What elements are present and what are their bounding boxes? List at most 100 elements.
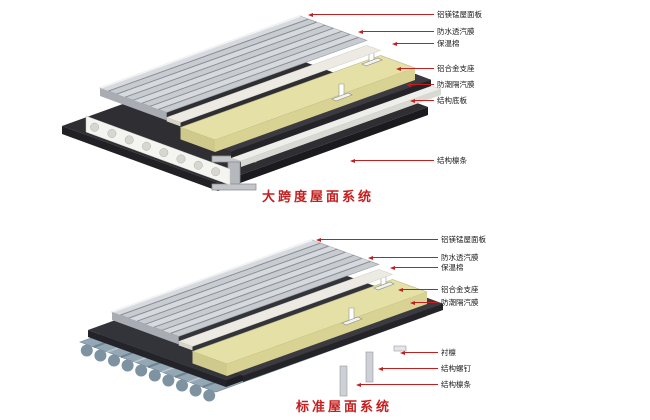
arrowhead-icon	[390, 265, 395, 270]
beam-bottom-flange	[211, 183, 257, 191]
membrane-layer-2	[177, 269, 394, 351]
panel-highlight-strips-2	[112, 240, 371, 334]
panel-seams	[108, 18, 359, 110]
callout-label: 结构底板	[437, 96, 467, 105]
callout-label: 结构螺钉	[441, 364, 471, 373]
membrane-front	[166, 117, 181, 127]
callout-label: 保温棉	[437, 39, 460, 48]
arrowhead-icon	[410, 98, 415, 103]
alu-support-clip4-base	[341, 316, 363, 326]
panel-highlight-strips	[100, 16, 359, 110]
structural-deck	[85, 85, 442, 186]
leader-line	[415, 302, 438, 303]
membrane-layer	[165, 45, 382, 127]
callout-screw: 结构螺钉	[378, 364, 471, 373]
arrowhead-icon	[316, 237, 321, 242]
structural-purlin-2	[339, 365, 348, 397]
alu-support-clip2-base	[331, 92, 353, 102]
callout-label: 防潮隔汽膜	[441, 298, 479, 307]
callout-label: 铝镁锰屋面板	[437, 10, 482, 19]
alu-support-clip-base	[361, 57, 383, 67]
panel-ridge-edge-2	[111, 239, 313, 313]
leader-line	[397, 43, 434, 44]
panels-eave-face	[100, 88, 167, 121]
callout-label: 防潮隔汽膜	[437, 80, 475, 89]
structural-purlin-1	[365, 351, 374, 383]
callout-alu-support: 铝合金支座	[396, 64, 475, 73]
large-span-diagram	[62, 15, 442, 191]
callout-membrane-2: 防水透汽膜	[368, 253, 479, 262]
callout-label: 保温棉	[441, 263, 464, 272]
leader-line	[403, 289, 438, 290]
purlins	[339, 345, 407, 397]
callout-label: 铝合金支座	[437, 64, 475, 73]
leader-line	[321, 239, 438, 240]
membrane-front-2	[178, 341, 193, 351]
arrowhead-icon	[356, 382, 361, 387]
callout-deck: 结构底板	[410, 96, 467, 105]
callout-label: 结构檩条	[437, 156, 467, 165]
arrowhead-icon	[358, 29, 363, 34]
liner-board-front-left	[88, 330, 226, 387]
arrowhead-icon	[378, 366, 383, 371]
standard-diagram	[79, 239, 444, 402]
leader-line	[383, 368, 438, 369]
callout-label: 防水透汽膜	[437, 27, 475, 36]
callout-insulation-2: 保温棉	[390, 263, 464, 272]
panel-ridge-edge	[99, 15, 301, 89]
insulation-front-right-2	[227, 292, 427, 376]
callout-alu-support-2: 铝合金支座	[398, 285, 479, 294]
leader-line	[415, 100, 434, 101]
insulation-front-left-2	[192, 351, 227, 376]
callout-insulation: 保温棉	[392, 39, 460, 48]
callout-purlin-2: 结构檩条	[356, 380, 471, 389]
callout-purlin: 结构檩条	[350, 156, 467, 165]
roof-panels	[98, 15, 368, 121]
leader-line	[373, 257, 438, 258]
leader-line	[361, 384, 438, 385]
callout-roof-panel: 铝镁锰屋面板	[308, 10, 482, 19]
callout-label: 铝镁锰屋面板	[441, 235, 486, 244]
arrowhead-icon	[398, 287, 403, 292]
callout-label: 结构檩条	[441, 380, 471, 389]
alu-support-clip3-base	[373, 281, 395, 291]
insulation-front-right	[215, 68, 415, 152]
leader-line	[411, 84, 434, 85]
leader-line	[363, 31, 434, 32]
callout-label: 防水透汽膜	[441, 253, 479, 262]
callout-vapor-barrier-2: 防潮隔汽膜	[410, 298, 479, 307]
callout-lining-purlin: 衬檩	[400, 348, 456, 357]
callout-label: 衬檩	[441, 348, 456, 357]
large-span-title: 大跨度屋面系统	[262, 190, 375, 205]
base-board-front-right	[218, 107, 428, 191]
panels-eave-face-2	[112, 312, 179, 345]
callout-roof-panel-2: 铝镁锰屋面板	[316, 235, 486, 244]
arrowhead-icon	[308, 12, 313, 17]
callout-label: 铝合金支座	[441, 285, 479, 294]
insulation-front-left	[180, 127, 215, 152]
deck-holes	[90, 122, 221, 177]
callout-membrane: 防水透汽膜	[358, 27, 475, 36]
leader-line	[401, 68, 434, 69]
arrowhead-icon	[350, 158, 355, 163]
arrowhead-icon	[400, 350, 405, 355]
arrowhead-icon	[396, 66, 401, 71]
vapor-barrier-front	[231, 80, 431, 158]
leader-line	[395, 267, 438, 268]
deck-right-lip-front	[241, 89, 441, 167]
leader-line	[355, 160, 434, 161]
base-board-front-left	[62, 126, 218, 191]
arrowhead-icon	[406, 82, 411, 87]
leader-line	[313, 14, 434, 15]
roof-panels-2	[110, 239, 380, 345]
callout-vapor-barrier: 防潮隔汽膜	[406, 80, 475, 89]
vapor-barrier-front-2	[243, 304, 443, 382]
corrugation-scallop-edge	[80, 344, 216, 402]
panel-seams-2	[120, 242, 371, 334]
arrowhead-icon	[368, 255, 373, 260]
standard-title: 标准屋面系统	[296, 400, 393, 415]
leader-line	[405, 352, 438, 353]
arrowhead-icon	[392, 41, 397, 46]
